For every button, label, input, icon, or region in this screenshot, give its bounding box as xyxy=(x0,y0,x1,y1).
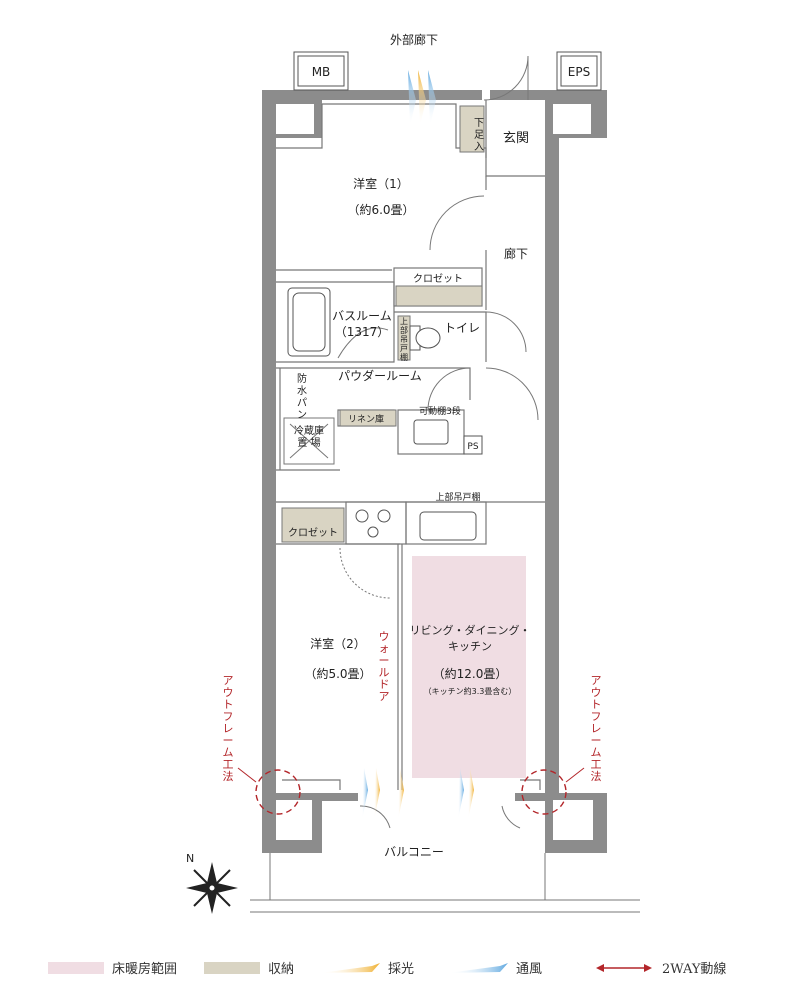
powder-room-label: パウダールーム xyxy=(338,368,422,383)
north-label: N xyxy=(186,852,194,865)
entrance-label: 玄関 xyxy=(503,131,529,146)
outframe-right-label: アウトフレーム工法 xyxy=(591,674,602,783)
mb-label: MB xyxy=(312,65,331,79)
outframe-circle-left xyxy=(255,769,301,815)
legend-swatch-storage xyxy=(204,962,260,974)
interior-walls xyxy=(276,100,545,790)
legend-label-light: 採光 xyxy=(388,962,414,977)
shoe-storage xyxy=(459,105,485,153)
hallway-label: 廊下 xyxy=(504,246,528,261)
bath-upper-cabinet-label: 上部吊戸棚 xyxy=(400,317,408,362)
waterproof-pan-label: 防水パン xyxy=(297,372,307,421)
ldk-label-line1: リビング・ダイニング・ xyxy=(410,623,531,637)
legend-2way-arrow-icon xyxy=(596,964,652,972)
upper-hanging-label: 上部吊戸棚 xyxy=(435,491,480,503)
bathtub xyxy=(287,287,331,357)
legend-label-2way: 2WAY動線 xyxy=(662,961,726,977)
sink xyxy=(413,419,449,445)
fridge-label: 冷蔵庫置 場 xyxy=(294,424,324,449)
legend: 床暖房範囲 収納 採光 通風 2WAY動線 xyxy=(48,961,726,977)
closet1-label: クロゼット xyxy=(413,273,463,285)
stove xyxy=(355,509,391,538)
legend-label-wind: 通風 xyxy=(516,962,542,977)
outframe-leader-left xyxy=(237,767,257,783)
closet-1 xyxy=(395,285,483,307)
linen-storage xyxy=(339,409,397,427)
eps-box xyxy=(556,51,602,91)
outframe-left-label: アウトフレーム工法 xyxy=(223,674,234,783)
legend-label-storage: 収納 xyxy=(268,962,294,977)
ldk-label-line2: キッチン xyxy=(448,640,492,653)
bottom-light-wind xyxy=(362,768,474,820)
shoe-storage-label: 下足入 xyxy=(474,118,484,153)
outside-corridor-label: 外部廊下 xyxy=(390,32,438,47)
room2-label: 洋室（2） xyxy=(310,636,366,651)
ps-box xyxy=(463,435,483,455)
storage-areas xyxy=(281,105,485,543)
room2-size: （約5.0畳） xyxy=(304,666,371,681)
wall-door-label: ウォールドア xyxy=(379,630,390,703)
kitchen-sink xyxy=(419,511,477,541)
floor-heating-zone xyxy=(412,556,526,778)
legend-light-icon xyxy=(320,963,380,973)
ldk-size: （約12.0畳） xyxy=(433,666,508,681)
linen-label: リネン庫 xyxy=(348,413,384,425)
movable-shelf-label: 可動棚3段 xyxy=(419,405,461,417)
room1-label: 洋室（1） xyxy=(353,176,409,191)
closet-2 xyxy=(281,507,345,543)
bathroom-label: バスルーム xyxy=(332,309,392,323)
bathroom-size: （1317） xyxy=(335,325,390,339)
toilet-fixture xyxy=(409,325,441,351)
balcony-label: バルコニー xyxy=(384,845,444,859)
ldk-kitchen-note: （キッチン約3.3畳含む） xyxy=(424,686,517,696)
legend-label-floor-heating: 床暖房範囲 xyxy=(112,961,177,977)
toilet-label: トイレ xyxy=(444,321,480,335)
compass-icon xyxy=(186,862,238,914)
eps-label: EPS xyxy=(568,65,590,79)
legend-wind-icon xyxy=(448,963,508,973)
room1-size: （約6.0畳） xyxy=(347,202,414,217)
balcony xyxy=(250,853,640,913)
closet2-label: クロゼット xyxy=(288,527,338,539)
outframe-circle-right xyxy=(521,769,567,815)
mb-box xyxy=(293,51,349,91)
legend-swatch-floor-heating xyxy=(48,962,104,974)
door-swings xyxy=(339,55,539,829)
top-light-wind xyxy=(408,70,436,126)
ps-label: PS xyxy=(467,442,478,452)
bath-door-swing xyxy=(337,327,389,359)
washing-machine-pan xyxy=(283,417,335,465)
outer-walls xyxy=(262,90,607,853)
outframe-leader-right xyxy=(565,767,585,783)
